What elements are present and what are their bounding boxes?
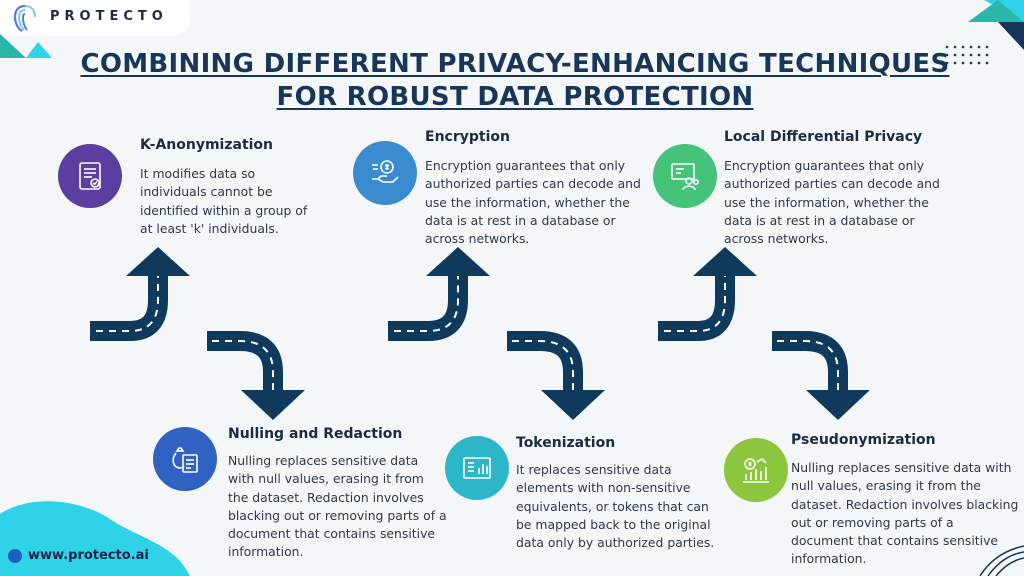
nulling-line: blacking out or removing parts of a [228, 507, 447, 523]
money-bag-document-icon [172, 447, 198, 473]
ldp-title: Local Differential Privacy [724, 129, 923, 145]
decorative-triangles-right [968, 0, 1024, 50]
tokenization-line: equivalents, or tokens that can [516, 498, 709, 514]
ldp-line: across networks. [724, 231, 829, 247]
pseudo-line: dataset. Redaction involves blacking [791, 496, 1019, 512]
decorative-triangles-left [0, 34, 52, 58]
nulling-icon-circle [153, 427, 217, 491]
kanon-icon-circle [58, 144, 122, 208]
encryption-line: Encryption guarantees that only [425, 158, 626, 173]
kanon-line: It modifies data so [140, 166, 256, 181]
encryption-line: use the information, whether the [425, 194, 630, 210]
page-title: COMBINING DIFFERENT PRIVACY-ENHANCING TE… [0, 48, 1024, 114]
pseudo-line: Nulling replaces sensitive data with [791, 460, 1012, 475]
pseudo-description: Nulling replaces sensitive data with nul… [791, 459, 1018, 569]
fingerprint-logo-icon [13, 4, 36, 32]
encryption-icon-circle [353, 141, 417, 205]
title-line-1: COMBINING DIFFERENT PRIVACY-ENHANCING TE… [80, 49, 950, 79]
pseudo-line: out or removing parts of a [791, 514, 954, 530]
nulling-line: the dataset. Redaction involves [228, 489, 424, 505]
tokenization-line: elements with non-sensitive [516, 480, 691, 496]
tokenization-title: Tokenization [516, 435, 616, 451]
pseudo-line: null values, erasing it from the [791, 478, 981, 494]
document-checklist-icon [79, 162, 101, 190]
decorative-blob [0, 501, 190, 576]
kanon-description: It modifies data so individuals cannot b… [140, 165, 307, 238]
encryption-title: Encryption [425, 129, 510, 145]
encryption-line: authorized parties can decode and [425, 176, 641, 192]
pseudo-icon-circle [724, 438, 788, 502]
nulling-line: information. [228, 544, 304, 560]
brand-logo: PROTECTO [0, 0, 190, 36]
kanon-line: identified within a group of [140, 202, 308, 218]
decorative-lines [979, 545, 1024, 576]
pseudo-line: document that contains sensitive [791, 533, 999, 549]
kanon-line: individuals cannot be [140, 184, 273, 200]
website-link[interactable]: www.protecto.ai [28, 548, 149, 563]
globe-icon [8, 548, 22, 563]
tokenization-line: be mapped back to the original [516, 516, 711, 532]
nulling-description: Nulling replaces sensitive data with nul… [228, 452, 447, 562]
nulling-line: with null values, erasing it from [228, 471, 424, 487]
ldp-line: data is at rest in a database or [724, 212, 915, 228]
tokenization-icon-circle [445, 436, 509, 500]
presentation-people-icon [671, 163, 699, 191]
brand-name: PROTECTO [50, 9, 168, 24]
finance-chart-icon [743, 457, 769, 483]
nulling-title: Nulling and Redaction [228, 426, 403, 442]
encryption-description: Encryption guarantees that only authoriz… [425, 157, 641, 248]
nulling-line: document that contains sensitive [228, 526, 436, 542]
kanon-title: K-Anonymization [140, 137, 274, 153]
ldp-line: Encryption guarantees that only [724, 158, 925, 173]
encryption-line: data is at rest in a database or [425, 212, 616, 228]
decorative-dot-grid [945, 45, 989, 65]
report-chart-icon [463, 457, 491, 479]
ldp-description: Encryption guarantees that only authoriz… [724, 157, 940, 248]
tokenization-line: It replaces sensitive data [516, 462, 672, 477]
encryption-line: across networks. [425, 231, 530, 247]
nulling-line: Nulling replaces sensitive data [228, 453, 419, 468]
pseudo-title: Pseudonymization [791, 432, 936, 448]
pseudo-line: information. [791, 551, 867, 567]
ldp-icon-circle [653, 144, 717, 208]
kanon-line: at least 'k' individuals. [140, 220, 279, 236]
website-footer: www.protecto.ai [8, 548, 149, 563]
hand-coin-icon [372, 160, 399, 183]
title-line-2: FOR ROBUST DATA PROTECTION [276, 82, 754, 112]
ldp-line: authorized parties can decode and [724, 176, 940, 192]
tokenization-description: It replaces sensitive data elements with… [516, 461, 714, 552]
tokenization-line: data only by authorized parties. [516, 535, 715, 551]
ldp-line: use the information, whether the [724, 194, 929, 210]
